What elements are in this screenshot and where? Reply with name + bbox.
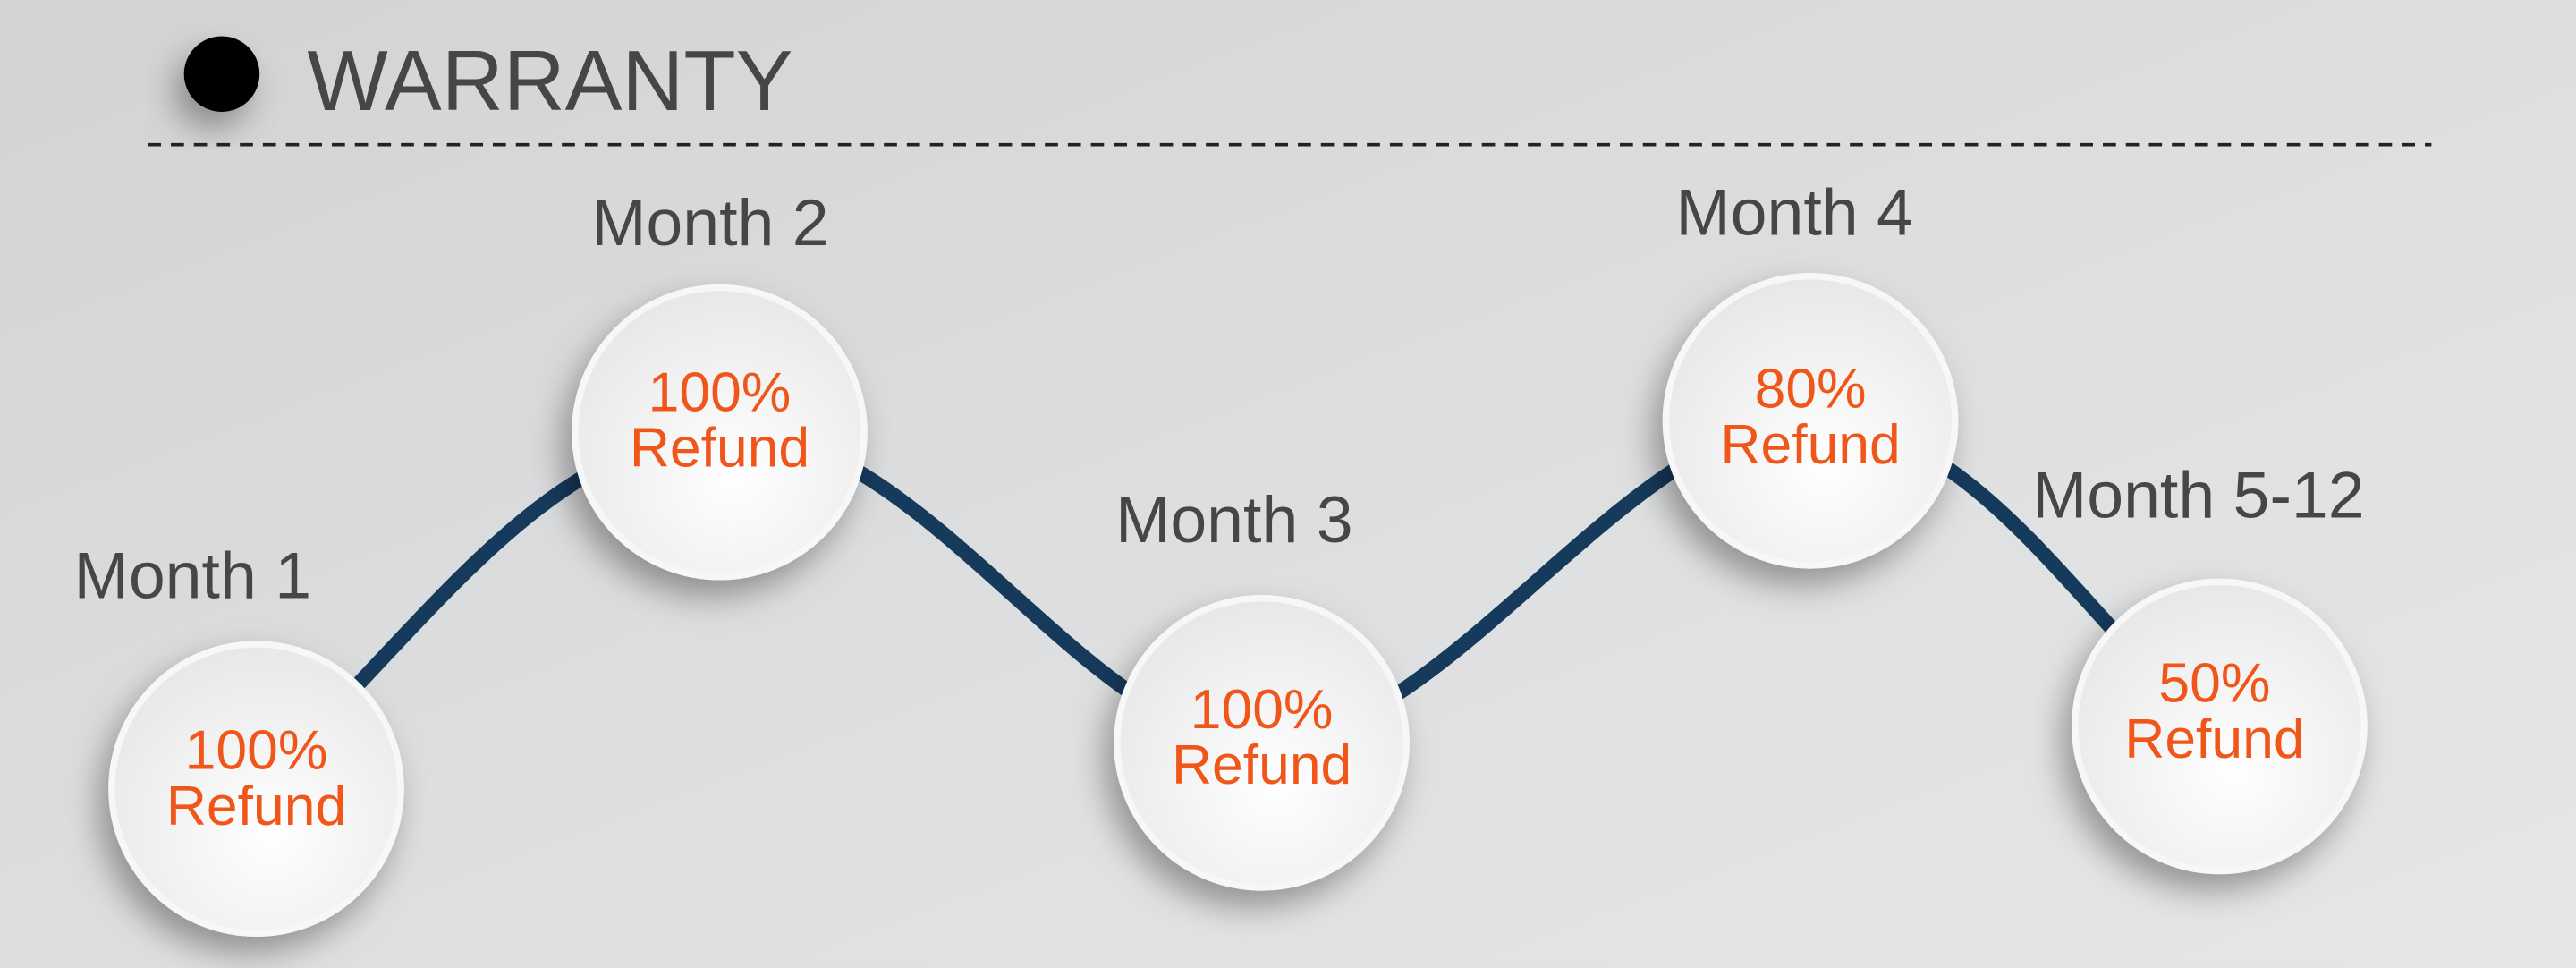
refund-percent: 100% <box>1191 678 1334 741</box>
refund-percent: 80% <box>1755 358 1867 420</box>
milestone-disc: 50% Refund <box>2072 578 2368 875</box>
month-label: Month 4 <box>1675 175 1912 250</box>
refund-label: Refund <box>1172 734 1352 796</box>
refund-percent: 100% <box>648 361 792 423</box>
page-title: WARRANTY <box>307 34 792 129</box>
month-label: Month 3 <box>1115 482 1352 556</box>
milestone-disc: 100% Refund <box>572 284 868 581</box>
milestone-disc: 100% Refund <box>108 641 404 938</box>
refund-label: Refund <box>2124 708 2304 770</box>
refund-percent: 50% <box>2158 651 2270 714</box>
refund-percent: 100% <box>185 719 328 782</box>
milestone-disc: 80% Refund <box>1662 272 1959 569</box>
month-label: Month 2 <box>591 185 828 259</box>
milestone-disc: 100% Refund <box>1114 594 1410 891</box>
refund-label: Refund <box>1720 413 1900 476</box>
bullet-dot-icon <box>183 36 260 112</box>
month-label: Month 5-12 <box>2032 458 2365 532</box>
month-label: Month 1 <box>74 539 311 613</box>
refund-label: Refund <box>166 775 346 837</box>
refund-label: Refund <box>630 417 809 480</box>
